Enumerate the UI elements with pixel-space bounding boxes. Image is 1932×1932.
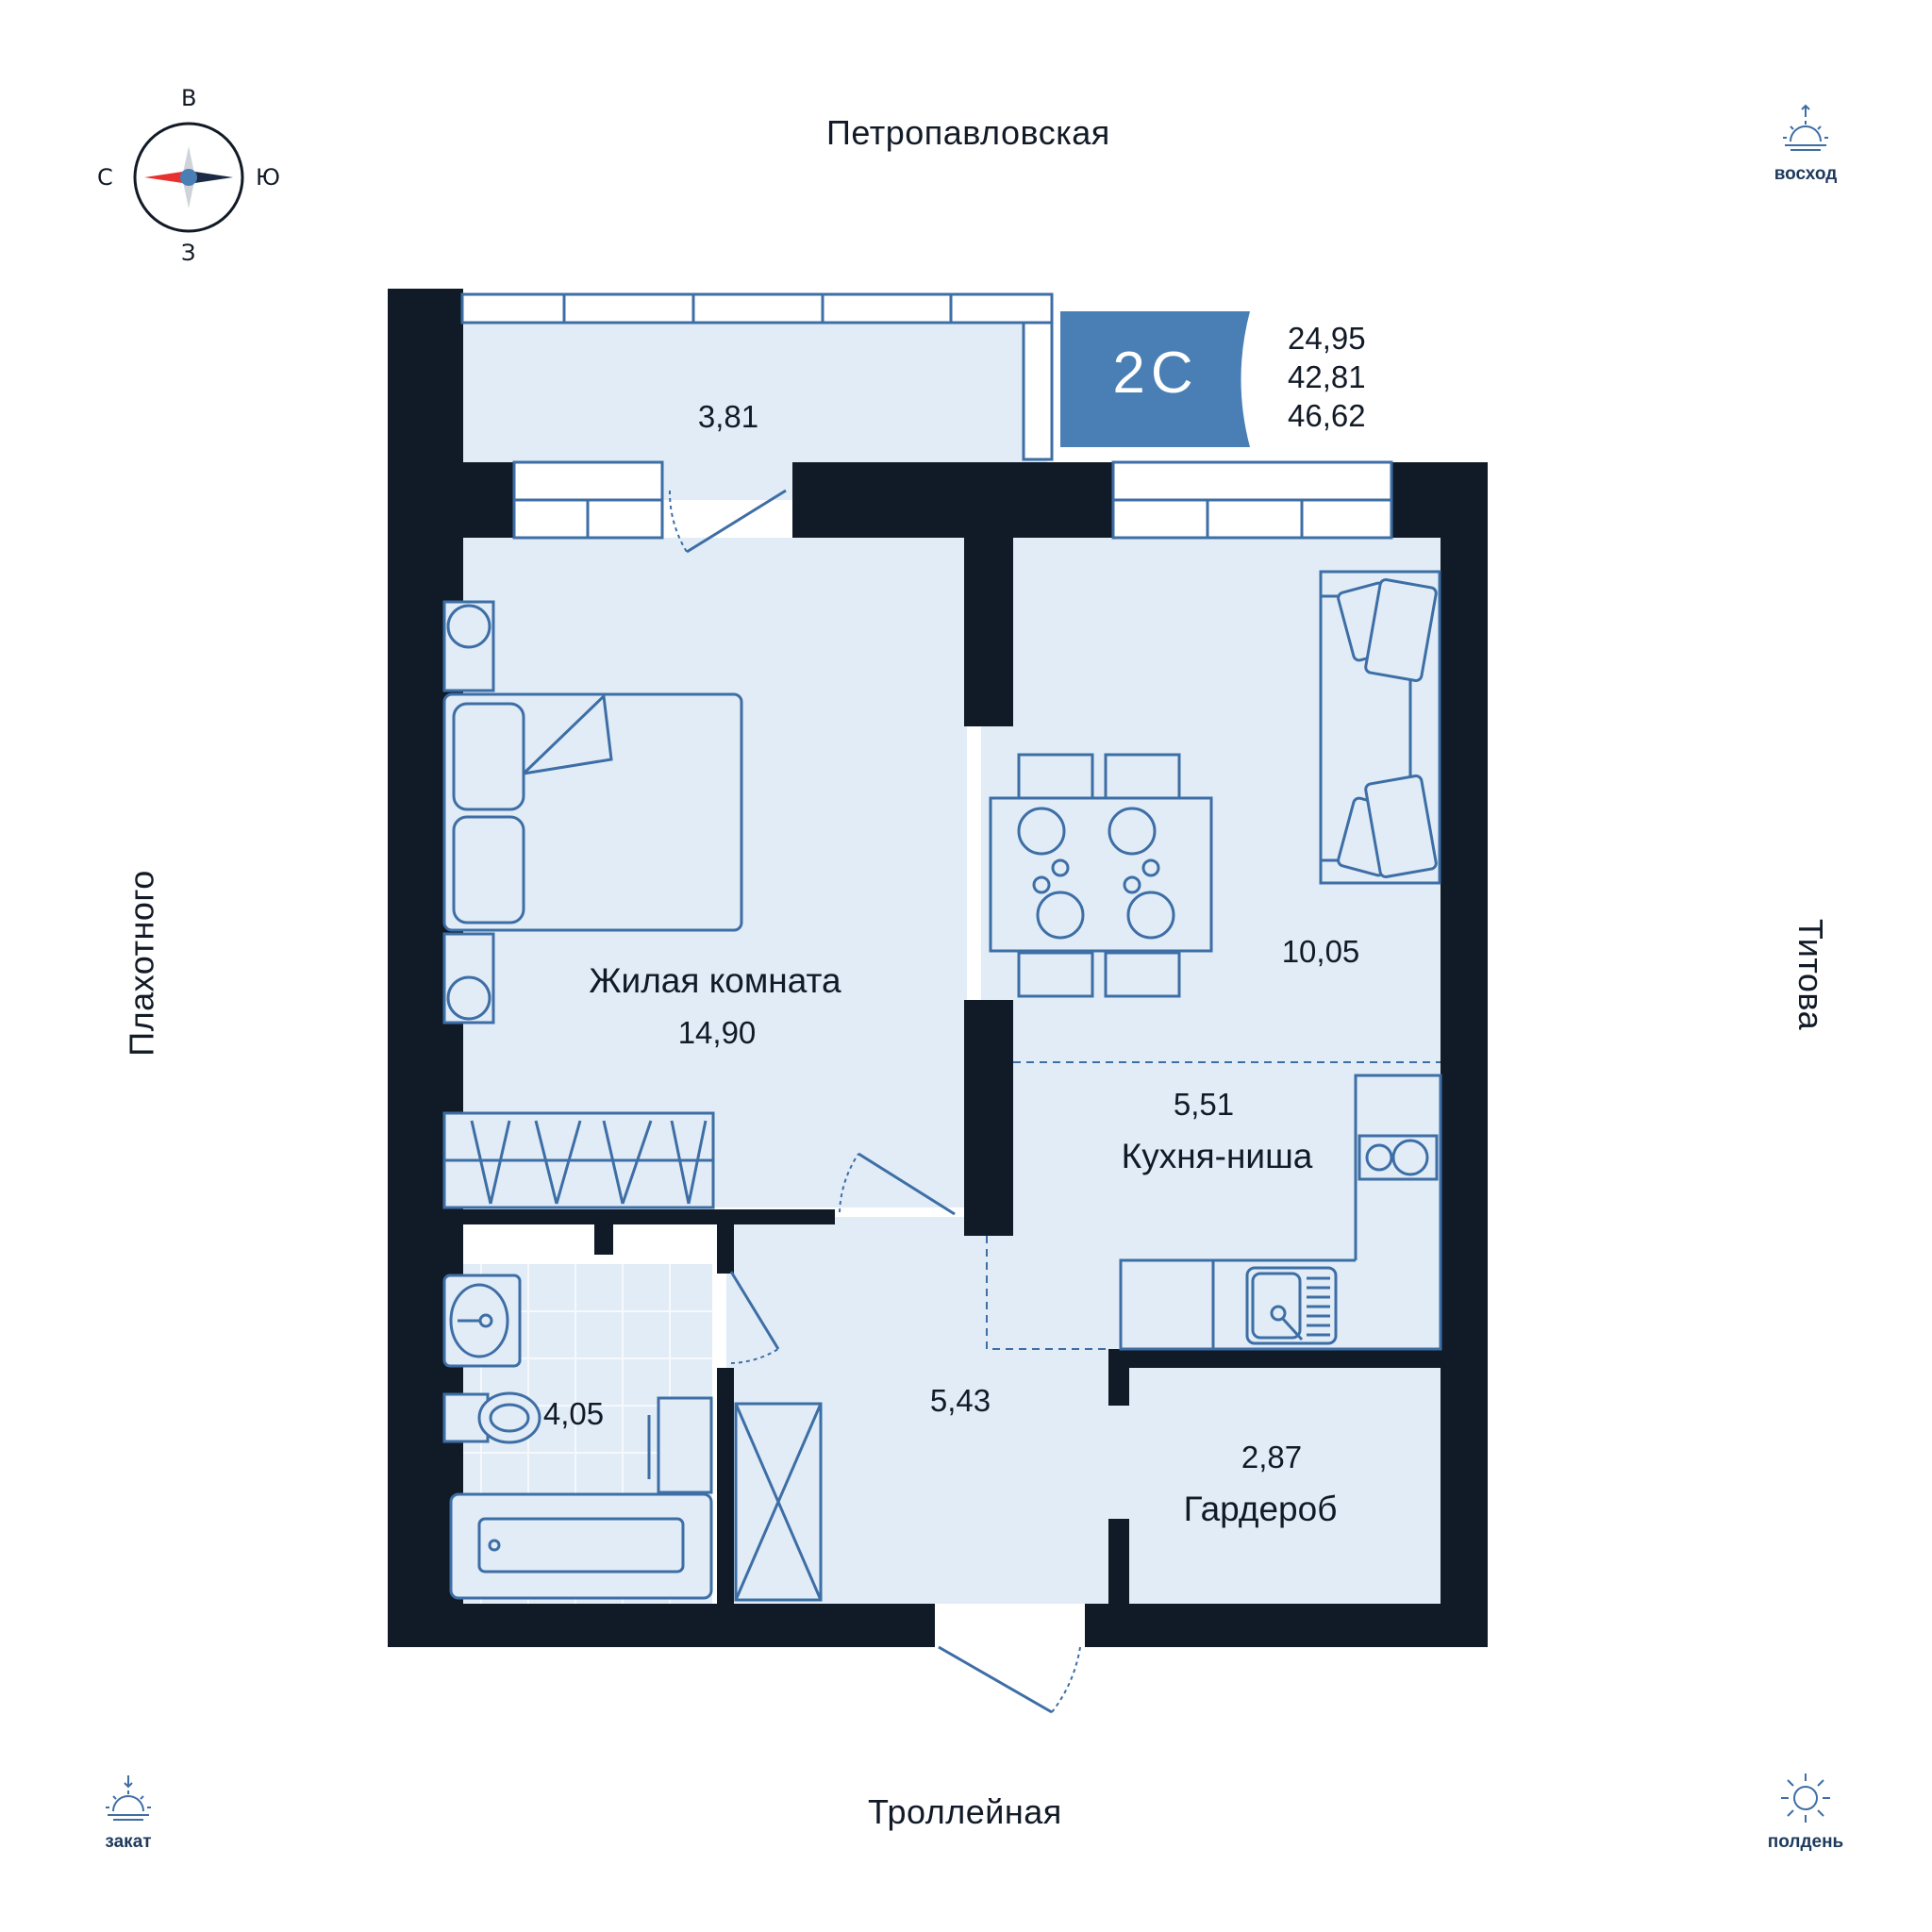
area-total: 42,81: [1288, 359, 1366, 394]
sunset-icon: [106, 1775, 151, 1821]
compass: В Ю З С: [90, 85, 297, 274]
bathroom-area: 4,05: [543, 1396, 604, 1431]
dining-area: 10,05: [1282, 934, 1360, 969]
dining-table: [989, 753, 1213, 998]
balcony-area: 3,81: [698, 399, 758, 434]
sunset-label: закат: [105, 1832, 152, 1852]
apartment-areas: 24,95 42,81 46,62: [1288, 319, 1366, 435]
living-room-area: 14,90: [678, 1015, 757, 1050]
kitchen-units: [1119, 1074, 1442, 1351]
compass-right-letter: Ю: [256, 164, 280, 191]
hall-area: 5,43: [930, 1383, 991, 1418]
street-south: Троллейная: [868, 1792, 1062, 1831]
kitchen-area: 5,51: [1174, 1087, 1234, 1122]
sofa: [1319, 570, 1441, 885]
area-living: 24,95: [1288, 321, 1366, 356]
wardrobe-name: Гардероб: [1184, 1490, 1338, 1528]
type-badge: [1060, 311, 1250, 447]
sunrise-icon: [1783, 104, 1828, 151]
compass-rose-icon: [133, 122, 244, 233]
compass-left-letter: С: [97, 164, 113, 191]
doors: [668, 489, 1081, 1714]
living-room-name: Жилая комната: [589, 961, 841, 1000]
noon-label: полдень: [1767, 1832, 1844, 1852]
bathroom-fixtures: [442, 1274, 713, 1600]
area-with-balcony: 46,62: [1288, 398, 1366, 433]
wardrobe-area: 2,87: [1241, 1440, 1302, 1474]
zone-divider: [986, 1061, 1441, 1350]
sunrise-label: восход: [1774, 164, 1838, 184]
compass-top-letter: В: [181, 85, 197, 111]
street-north: Петропавловская: [826, 113, 1110, 152]
living-wardrobe: [442, 1111, 715, 1209]
hall-wardrobe: [734, 1402, 823, 1602]
compass-bottom-letter: З: [181, 240, 196, 266]
bed: [442, 600, 743, 1024]
windows: [460, 292, 1393, 540]
room-labels: 3,81 Жилая комната 14,90 10,05 5,51 Кухн…: [543, 399, 1359, 1528]
kitchen-name: Кухня-ниша: [1122, 1137, 1313, 1175]
apartment-type-badge: 2С: [1112, 341, 1199, 406]
noon-sun-icon: [1781, 1774, 1830, 1823]
